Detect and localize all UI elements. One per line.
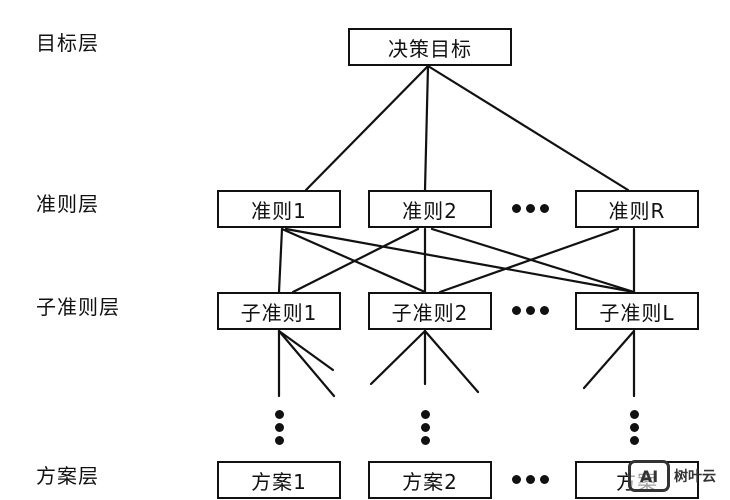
- vertical-ellipsis-2: [421, 410, 430, 445]
- link-goal-cR: [426, 64, 630, 192]
- node-criterion-1: 准则1: [217, 190, 341, 228]
- criteria-ellipsis: [512, 204, 549, 213]
- fan-s2-c: [423, 329, 480, 394]
- layer-label-criteria: 准则层: [36, 192, 99, 216]
- fan-sL-a: [582, 329, 636, 390]
- link-c1-s1: [277, 227, 284, 294]
- fan-s1-b: [277, 329, 336, 398]
- link-goal-c2: [423, 64, 430, 192]
- node-subcriterion-l: 子准则L: [575, 292, 699, 330]
- node-criterion-r: 准则R: [575, 190, 699, 228]
- link-goal-c1: [304, 64, 430, 192]
- vertical-ellipsis-1: [275, 410, 284, 445]
- node-alternative-1: 方案1: [217, 461, 341, 499]
- fan-s2-a: [369, 329, 427, 386]
- subcriteria-ellipsis: [512, 306, 549, 315]
- layer-label-goal: 目标层: [36, 31, 99, 55]
- fan-s1-c: [277, 329, 335, 372]
- watermark-ai-badge: AI: [628, 460, 670, 492]
- link-c1-sL: [284, 227, 636, 294]
- node-subcriterion-1: 子准则1: [217, 292, 341, 330]
- link-c2-s1: [291, 227, 420, 294]
- watermark-text: 树叶云: [674, 469, 716, 485]
- link-cR-s2: [438, 227, 620, 294]
- link-c2-sL: [430, 227, 636, 294]
- layer-label-alternatives: 方案层: [36, 464, 99, 488]
- alternatives-ellipsis: [512, 475, 549, 484]
- node-goal: 决策目标: [348, 28, 512, 66]
- vertical-ellipsis-3: [630, 410, 639, 445]
- node-subcriterion-2: 子准则2: [368, 292, 492, 330]
- watermark: AI 树叶云: [628, 456, 728, 496]
- node-alternative-2: 方案2: [368, 461, 492, 499]
- layer-label-subcriteria: 子准则层: [36, 295, 120, 319]
- node-criterion-2: 准则2: [368, 190, 492, 228]
